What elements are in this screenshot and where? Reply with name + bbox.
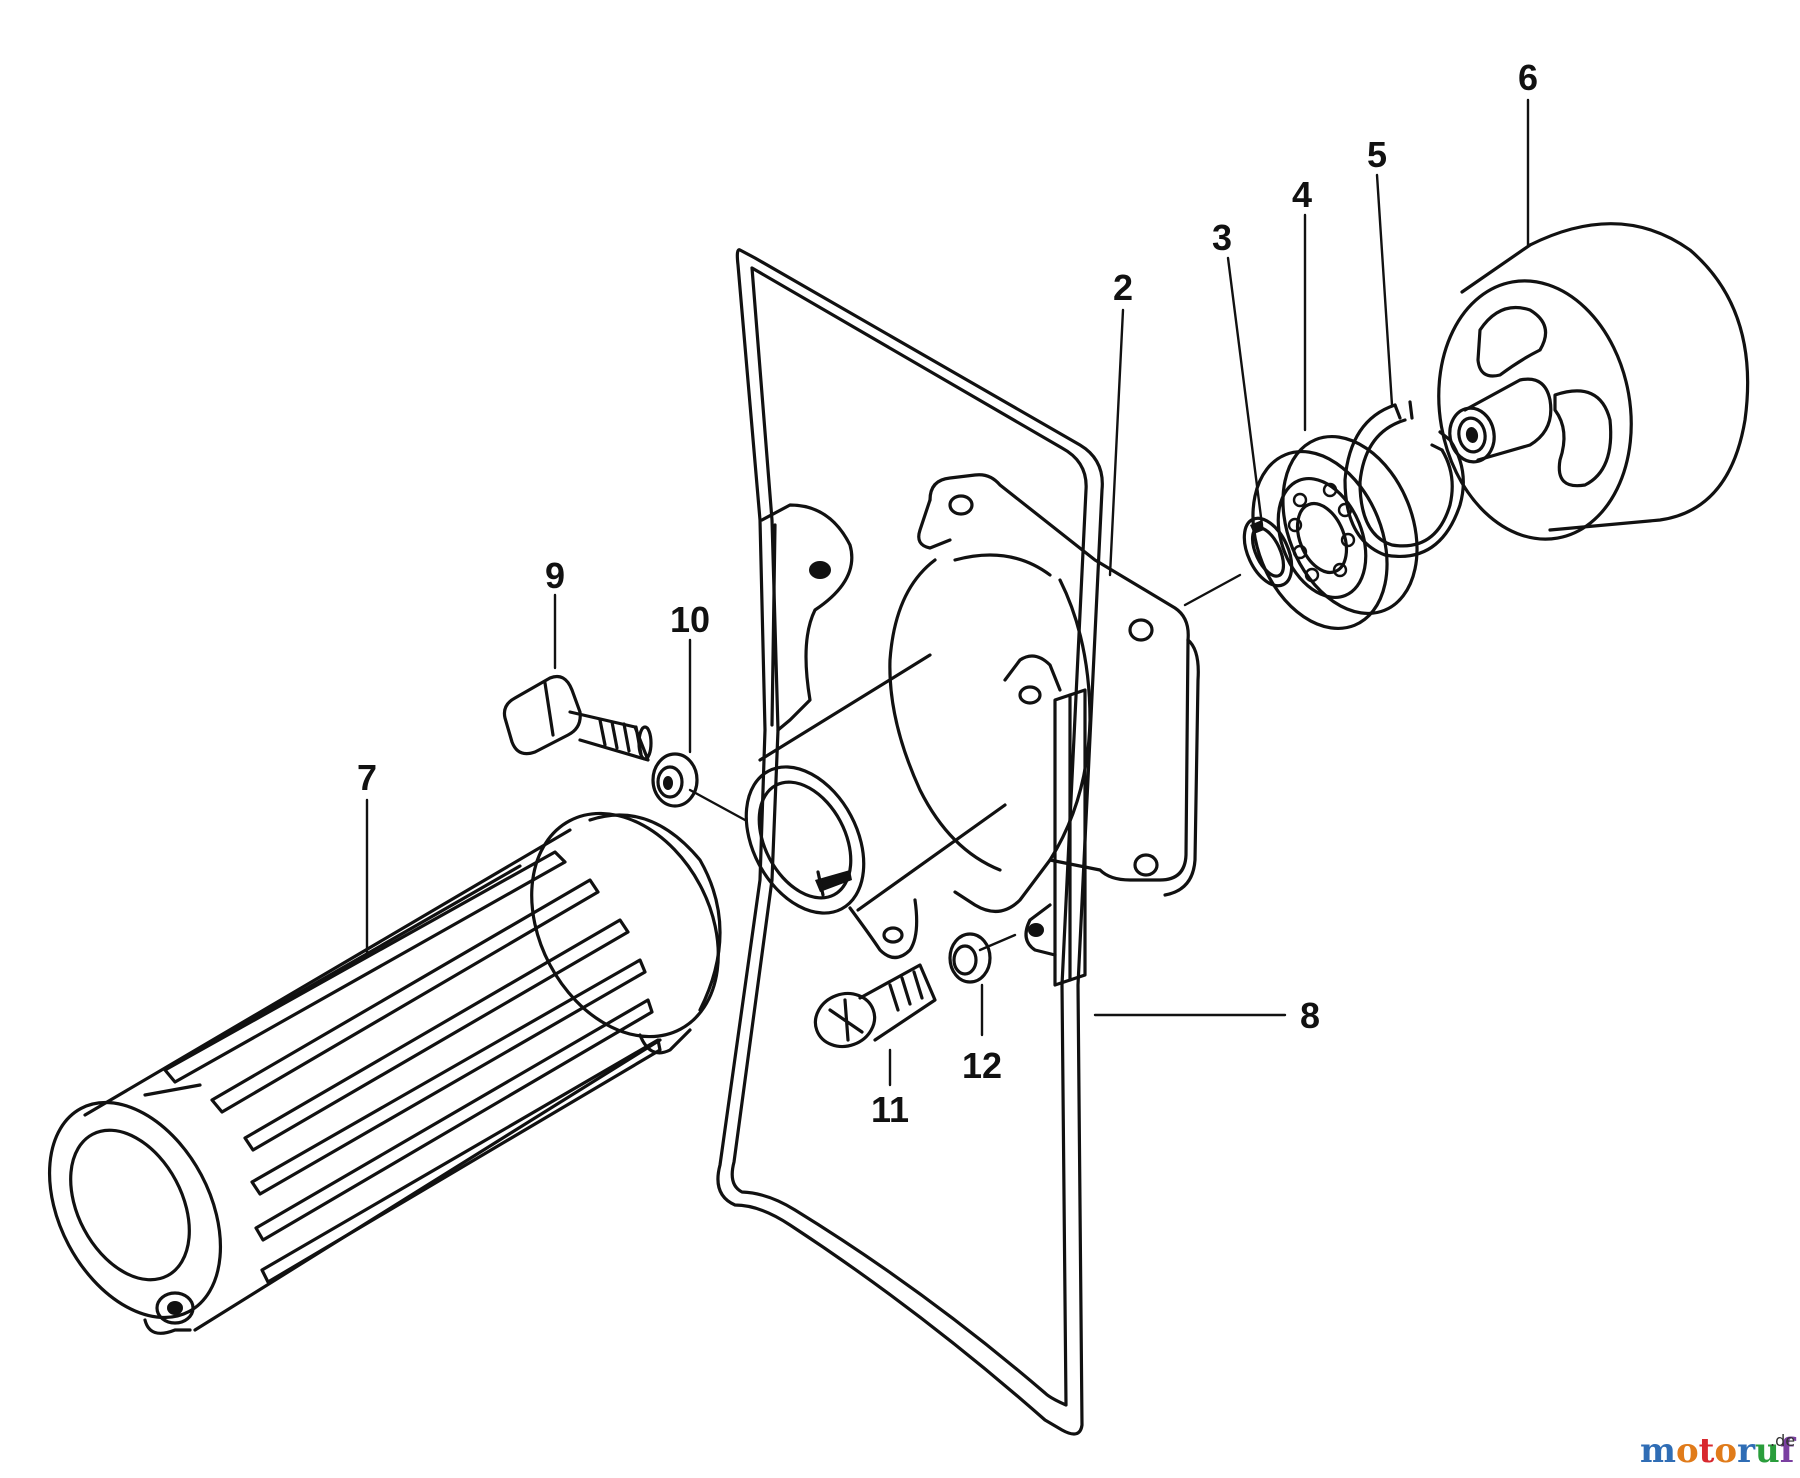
frame-left-clamp: [760, 503, 854, 732]
callout-2: 2: [1113, 267, 1133, 308]
part-3-snap-ring: [1242, 516, 1294, 588]
part-8-wire-frame: [716, 248, 1104, 1436]
watermark-brand: motoruf: [1640, 1431, 1797, 1471]
watermark-letter: r: [1737, 1431, 1756, 1471]
part-4-ball-bearing: [1251, 434, 1419, 631]
callout-8: 8: [1300, 995, 1320, 1036]
callout-4: 4: [1292, 174, 1312, 215]
part-5-circlip: [1343, 400, 1465, 558]
leader-2-bearing: [1183, 573, 1242, 607]
leader-12-clamp: [978, 933, 1017, 952]
watermark-letter: o: [1714, 1431, 1737, 1471]
part-11-screw: [813, 963, 937, 1049]
part-7-grip: [47, 811, 722, 1335]
watermark-logo: motoruf .de: [1640, 1431, 1797, 1471]
part-2-flange-housing: [744, 473, 1200, 987]
callout-7: 7: [357, 757, 377, 798]
callout-labels: 2 3 4 5 6 7 8 9 10 11 12: [357, 57, 1538, 1130]
callout-leaders: [365, 98, 1530, 1087]
part-12-lock-washer: [948, 932, 992, 984]
callout-3: 3: [1212, 217, 1232, 258]
callout-5: 5: [1367, 134, 1387, 175]
callout-12: 12: [962, 1045, 1002, 1086]
part-10-washer: [651, 752, 699, 808]
callout-10: 10: [670, 599, 710, 640]
callout-11: 11: [871, 1089, 909, 1130]
callout-6: 6: [1518, 57, 1538, 98]
watermark-letter: f: [1780, 1431, 1797, 1471]
part-6-clutch-drum: [1437, 222, 1750, 541]
watermark-letter: t: [1699, 1431, 1715, 1471]
watermark-letter: m: [1640, 1431, 1676, 1471]
watermark-letter: o: [1676, 1431, 1699, 1471]
part-9-bolt: [502, 674, 653, 762]
leader-10-tube: [688, 788, 747, 822]
watermark-letter: u: [1755, 1431, 1780, 1471]
callout-9: 9: [545, 555, 565, 596]
watermark-tld: .de: [1770, 1431, 1795, 1450]
